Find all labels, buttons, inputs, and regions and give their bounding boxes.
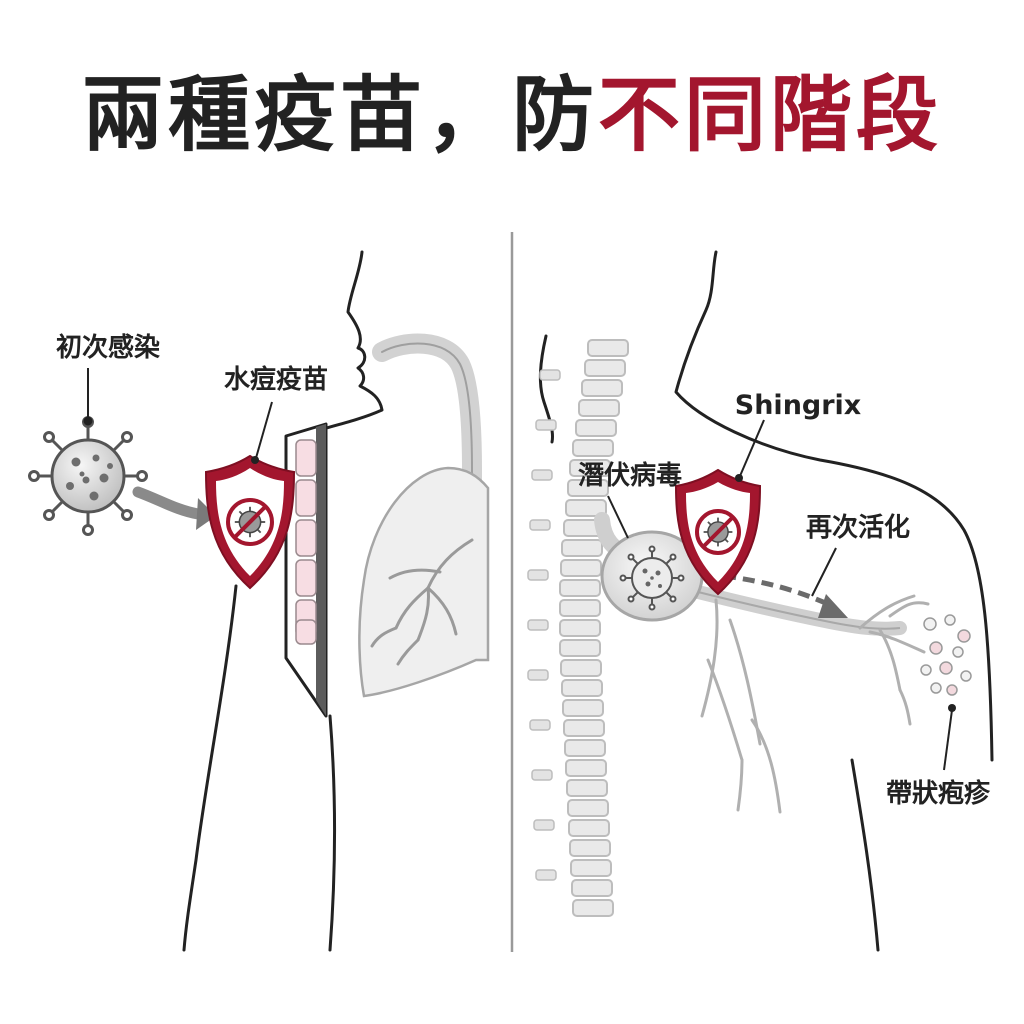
left-panel: 初次感染 水痘疫苗 — [28, 250, 490, 952]
varicella-shield-icon — [204, 454, 296, 590]
right-panel: 潛伏病毒 Shingrix 再次活化 帶狀疱疹 — [527, 250, 994, 952]
label-reactivation: 再次活化 — [806, 513, 910, 543]
neck-outline-front — [674, 250, 994, 762]
body-outline-left — [182, 584, 238, 952]
label-latent-virus: 潛伏病毒 — [578, 461, 682, 491]
neck-outline-back — [538, 334, 554, 444]
title-accent: 不同階段 — [598, 68, 943, 163]
lung — [358, 466, 490, 698]
bronchial-tree — [370, 538, 474, 666]
reactivation-arrow — [723, 573, 829, 607]
shingrix-shield-icon — [674, 468, 762, 596]
nerve-branches — [700, 594, 930, 814]
page-title: 兩種疫苗，防不同階段 — [0, 66, 1024, 166]
label-shingles: 帶狀疱疹 — [886, 778, 991, 809]
arm-outline-right — [850, 758, 880, 952]
label-varicella-vaccine: 水痘疫苗 — [224, 364, 328, 395]
label-shingrix: Shingrix — [735, 390, 861, 421]
nerve-main — [683, 583, 907, 636]
tissue-cells — [295, 439, 317, 645]
label-primary-infection: 初次感染 — [56, 333, 160, 363]
infection-arrow — [132, 486, 204, 520]
spine — [559, 339, 629, 917]
shingles-rash — [920, 614, 972, 696]
face-profile — [310, 250, 384, 434]
latent-virus-icon — [619, 545, 685, 611]
virus-icon — [28, 416, 148, 536]
arm-outline-left — [328, 714, 336, 952]
title-main: 兩種疫苗，防 — [81, 68, 598, 163]
